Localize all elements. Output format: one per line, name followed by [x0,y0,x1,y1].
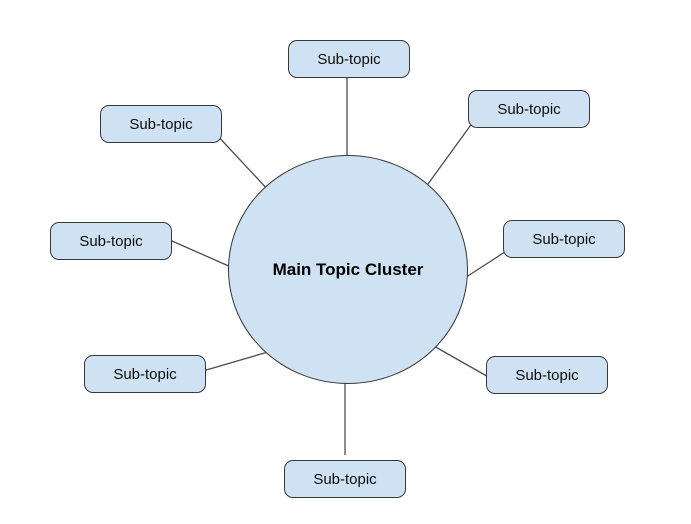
subtopic-node-bottom[interactable]: Sub-topic [284,460,406,498]
main-topic-label: Main Topic Cluster [272,259,424,279]
subtopic-label: Sub-topic [515,366,579,384]
subtopic-label: Sub-topic [532,230,596,248]
subtopic-node-right[interactable]: Sub-topic [503,220,625,258]
connector-line-top-left [214,132,271,193]
main-topic-node[interactable]: Main Topic Cluster [228,155,468,384]
connector-line-top-right [419,121,474,196]
subtopic-node-bottom-left[interactable]: Sub-topic [84,355,206,393]
subtopic-node-top[interactable]: Sub-topic [288,40,410,78]
subtopic-label: Sub-topic [497,100,561,118]
connector-line-bottom-right [431,344,493,380]
subtopic-node-left[interactable]: Sub-topic [50,222,172,260]
subtopic-label: Sub-topic [129,115,193,133]
connector-line-right [459,249,509,282]
subtopic-node-top-right[interactable]: Sub-topic [468,90,590,128]
subtopic-node-top-left[interactable]: Sub-topic [100,105,222,143]
connector-line-left [162,236,241,272]
subtopic-label: Sub-topic [317,50,381,68]
subtopic-label: Sub-topic [79,232,143,250]
subtopic-label: Sub-topic [313,470,377,488]
subtopic-label: Sub-topic [113,365,177,383]
subtopic-node-bottom-right[interactable]: Sub-topic [486,356,608,394]
connector-line-bottom-left [195,349,276,374]
